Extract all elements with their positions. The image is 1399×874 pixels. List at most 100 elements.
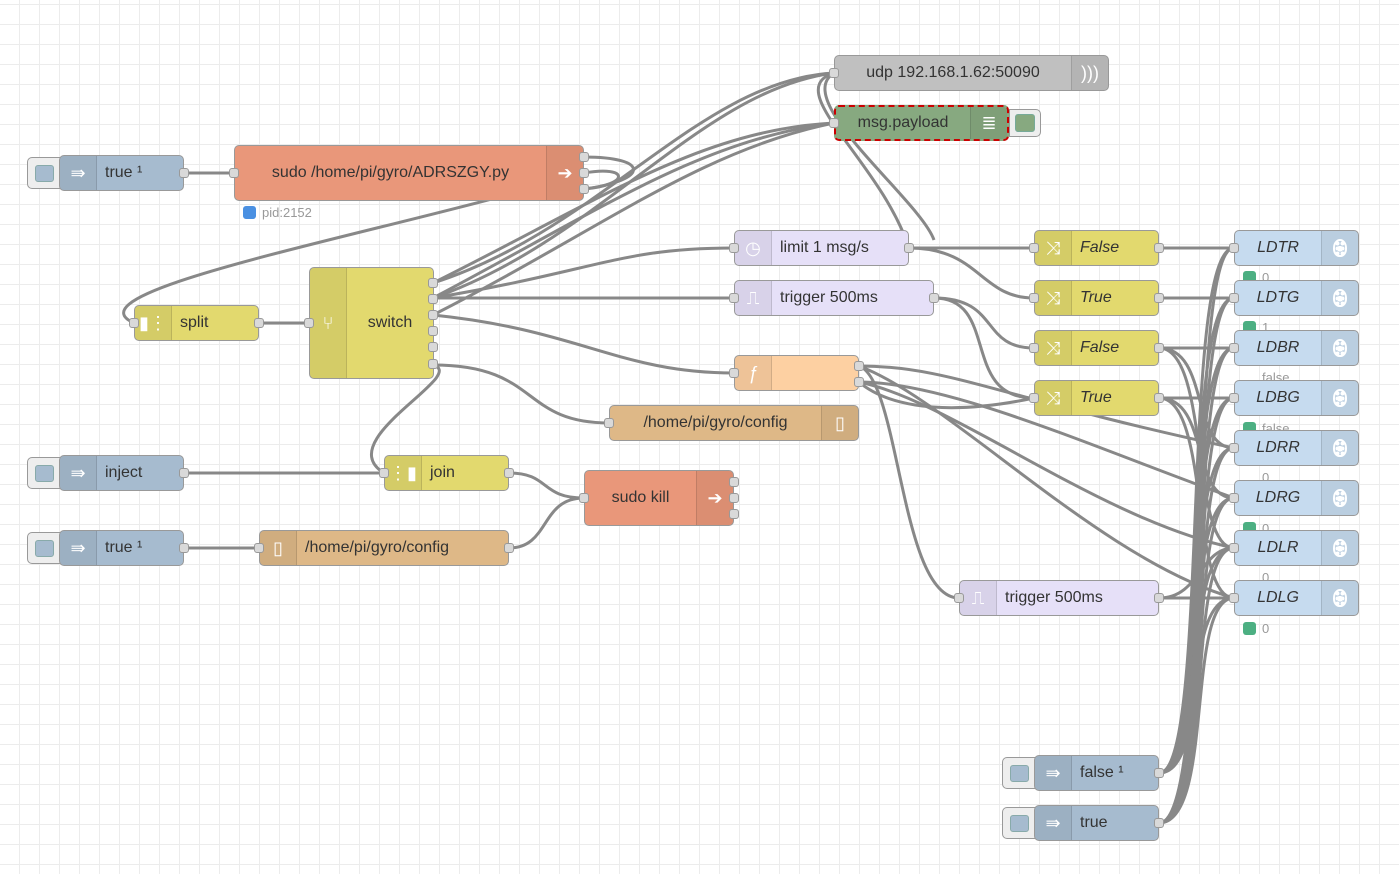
output-port[interactable]: [579, 184, 589, 194]
input-port[interactable]: [1229, 343, 1239, 353]
output-port[interactable]: [854, 377, 864, 387]
wire: [583, 169, 620, 191]
output-port[interactable]: [929, 293, 939, 303]
input-port[interactable]: [1029, 243, 1039, 253]
output-port[interactable]: [1154, 593, 1164, 603]
change-node-false-2[interactable]: ⤨ False: [1034, 330, 1159, 366]
output-port[interactable]: [428, 342, 438, 352]
output-port[interactable]: [729, 493, 739, 503]
split-node[interactable]: ▮⋮ split: [134, 305, 259, 341]
raspberry-pi-icon: [1321, 231, 1358, 265]
output-port[interactable]: [729, 509, 739, 519]
output-port[interactable]: [1154, 343, 1164, 353]
gpio-out-node[interactable]: LDTR: [1234, 230, 1359, 266]
inject-node-true-3[interactable]: ⇛ true: [1034, 805, 1159, 841]
trigger-node-2[interactable]: ⎍ trigger 500ms: [959, 580, 1159, 616]
join-node[interactable]: ⋮▮ join: [384, 455, 509, 491]
gpio-out-node[interactable]: LDRR: [1234, 430, 1359, 466]
input-port[interactable]: [1029, 343, 1039, 353]
change-node-true[interactable]: ⤨ True: [1034, 280, 1159, 316]
input-port[interactable]: [304, 318, 314, 328]
output-port[interactable]: [179, 543, 189, 553]
inject-trigger-button[interactable]: [27, 457, 61, 489]
input-port[interactable]: [829, 68, 839, 78]
gpio-out-node[interactable]: LDRG: [1234, 480, 1359, 516]
inject-trigger-button[interactable]: [27, 532, 61, 564]
input-port[interactable]: [579, 493, 589, 503]
gpio-out-node[interactable]: LDBR: [1234, 330, 1359, 366]
input-port[interactable]: [229, 168, 239, 178]
output-port[interactable]: [179, 168, 189, 178]
output-port[interactable]: [504, 468, 514, 478]
output-port[interactable]: [579, 168, 589, 178]
output-port[interactable]: [504, 543, 514, 553]
gpio-out-node[interactable]: LDBG: [1234, 380, 1359, 416]
output-port[interactable]: [729, 477, 739, 487]
debug-node[interactable]: msg.payload ≣: [834, 105, 1009, 141]
input-port[interactable]: [1029, 293, 1039, 303]
join-icon: ⋮▮: [385, 456, 422, 490]
delay-node-limit[interactable]: ◷ limit 1 msg/s: [734, 230, 909, 266]
output-port[interactable]: [1154, 243, 1164, 253]
output-port[interactable]: [428, 278, 438, 288]
input-port[interactable]: [829, 118, 839, 128]
input-port[interactable]: [729, 368, 739, 378]
raspberry-pi-icon: [1321, 281, 1358, 315]
output-port[interactable]: [1154, 768, 1164, 778]
input-port[interactable]: [729, 243, 739, 253]
input-port[interactable]: [129, 318, 139, 328]
inject-node-inject[interactable]: ⇛ inject: [59, 455, 184, 491]
trigger-node-1[interactable]: ⎍ trigger 500ms: [734, 280, 934, 316]
change-node-false[interactable]: ⤨ False: [1034, 230, 1159, 266]
wire: [1158, 396, 1235, 775]
output-port[interactable]: [254, 318, 264, 328]
gpio-out-node[interactable]: LDLG: [1234, 580, 1359, 616]
output-port[interactable]: [428, 326, 438, 336]
inject-trigger-button[interactable]: [1002, 757, 1036, 789]
output-port[interactable]: [854, 361, 864, 371]
gpio-out-node[interactable]: LDTG: [1234, 280, 1359, 316]
output-port[interactable]: [428, 294, 438, 304]
output-port[interactable]: [428, 310, 438, 320]
file-in-node-config[interactable]: ▯ /home/pi/gyro/config: [259, 530, 509, 566]
wire: [432, 246, 735, 300]
wire: [817, 71, 911, 249]
input-port[interactable]: [1229, 393, 1239, 403]
wire: [1158, 396, 1235, 825]
gpio-out-node[interactable]: LDLR: [1234, 530, 1359, 566]
exec-node-kill[interactable]: sudo kill ➔: [584, 470, 734, 526]
raspberry-pi-icon: [1321, 381, 1358, 415]
inject-node-true-2[interactable]: ⇛ true ¹: [59, 530, 184, 566]
input-port[interactable]: [1229, 443, 1239, 453]
output-port[interactable]: [179, 468, 189, 478]
function-icon: ƒ: [735, 356, 772, 390]
function-node[interactable]: ƒ: [734, 355, 859, 391]
output-port[interactable]: [1154, 818, 1164, 828]
output-port[interactable]: [428, 359, 438, 369]
input-port[interactable]: [1229, 493, 1239, 503]
input-port[interactable]: [379, 468, 389, 478]
input-port[interactable]: [1029, 393, 1039, 403]
input-port[interactable]: [1229, 243, 1239, 253]
input-port[interactable]: [729, 293, 739, 303]
output-port[interactable]: [1154, 293, 1164, 303]
inject-node-false[interactable]: ⇛ false ¹: [1034, 755, 1159, 791]
output-port[interactable]: [904, 243, 914, 253]
input-port[interactable]: [1229, 593, 1239, 603]
inject-trigger-button[interactable]: [27, 157, 61, 189]
input-port[interactable]: [604, 418, 614, 428]
input-port[interactable]: [954, 593, 964, 603]
input-port[interactable]: [254, 543, 264, 553]
input-port[interactable]: [1229, 543, 1239, 553]
udp-out-node[interactable]: udp 192.168.1.62:50090 ))): [834, 55, 1109, 91]
output-port[interactable]: [1154, 393, 1164, 403]
inject-trigger-button[interactable]: [1002, 807, 1036, 839]
inject-node-true[interactable]: ⇛ true ¹: [59, 155, 184, 191]
input-port[interactable]: [1229, 293, 1239, 303]
exec-node-adrszgy[interactable]: sudo /home/pi/gyro/ADRSZGY.py ➔: [234, 145, 584, 201]
output-port[interactable]: [579, 152, 589, 162]
change-node-true-2[interactable]: ⤨ True: [1034, 380, 1159, 416]
debug-toggle-button[interactable]: [1009, 109, 1041, 137]
file-node-config[interactable]: /home/pi/gyro/config ▯: [609, 405, 859, 441]
switch-node[interactable]: ⑂ switch: [309, 267, 434, 379]
